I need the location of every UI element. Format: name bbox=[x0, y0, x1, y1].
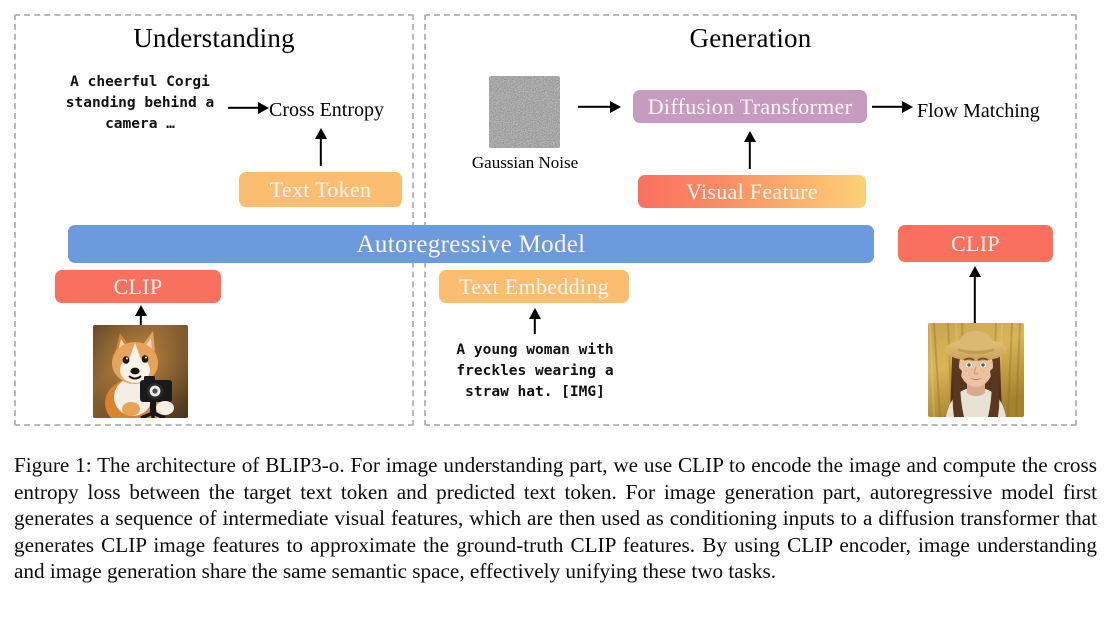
arrow-diffusion-to-flow-matching bbox=[872, 99, 916, 115]
clip-encoder-box-understanding: CLIP bbox=[55, 270, 221, 303]
arrow-prompt-to-cross-entropy bbox=[228, 100, 270, 116]
arrow-corgi-image-to-clip bbox=[133, 305, 149, 327]
arrow-visual-feature-to-diffusion bbox=[742, 131, 758, 169]
gaussian-noise-label: Gaussian Noise bbox=[471, 153, 579, 172]
text-token-box: Text Token bbox=[239, 172, 402, 207]
corgi-photo bbox=[93, 325, 188, 418]
text-embedding-box: Text Embedding bbox=[439, 270, 629, 303]
autoregressive-model-box: Autoregressive Model bbox=[68, 225, 874, 263]
panel-title-understanding: Understanding bbox=[133, 23, 295, 53]
clip-encoder-box-generation: CLIP bbox=[898, 225, 1053, 262]
figure-caption: Figure 1: The architecture of BLIP3-o. F… bbox=[14, 453, 1097, 584]
figure-diagram: Understanding Generation A cheerful Corg… bbox=[14, 14, 1077, 426]
woman-straw-hat-photo bbox=[928, 323, 1024, 417]
panel-title-generation: Generation bbox=[689, 23, 812, 53]
generation-prompt-text: A young woman with freckles wearing a st… bbox=[456, 342, 614, 400]
arrow-text-token-to-cross-entropy bbox=[313, 128, 329, 166]
gaussian-noise-image bbox=[489, 76, 560, 148]
arrow-noise-to-diffusion-transformer bbox=[578, 99, 624, 115]
panel-generation bbox=[424, 14, 1077, 426]
visual-feature-box: Visual Feature bbox=[638, 175, 866, 208]
understanding-prompt-text: A cheerful Corgi standing behind a camer… bbox=[65, 74, 215, 132]
flow-matching-label: Flow Matching bbox=[917, 100, 1040, 122]
panel-understanding bbox=[14, 14, 414, 426]
diffusion-transformer-box: Diffusion Transformer bbox=[633, 90, 867, 123]
arrow-woman-image-to-clip bbox=[967, 266, 983, 324]
arrow-prompt-to-text-embedding bbox=[527, 308, 543, 334]
cross-entropy-label: Cross Entropy bbox=[269, 99, 384, 121]
